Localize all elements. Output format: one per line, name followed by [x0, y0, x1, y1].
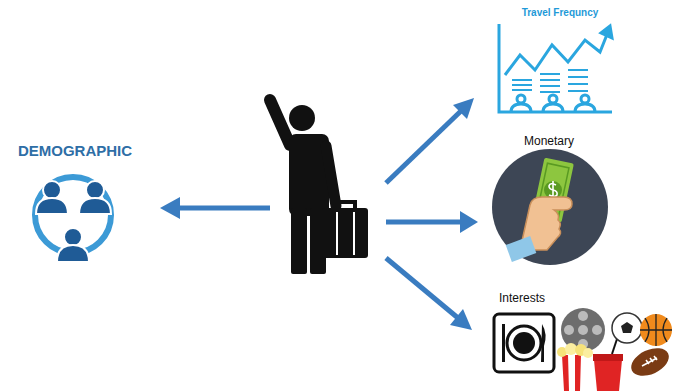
- frequency-label: Travel Frequncy: [520, 7, 601, 19]
- icon-node: Monetary: [522, 134, 576, 148]
- interests-label: Interests: [497, 291, 547, 305]
- monetary-label: Monetary: [522, 134, 576, 148]
- demographic-label: DEMOGRAPHIC: [16, 142, 134, 160]
- demographic-icon: [35, 177, 111, 262]
- frequency-icon: [499, 24, 612, 112]
- interests-icons: [494, 308, 673, 391]
- arrows: [160, 98, 478, 330]
- icon-node: Interests: [497, 291, 547, 305]
- icon-node: Travel Frequncy: [520, 7, 601, 19]
- monetary-icon: [492, 149, 608, 265]
- icon-node: DEMOGRAPHIC: [16, 142, 134, 160]
- traveler-figure: [270, 100, 368, 274]
